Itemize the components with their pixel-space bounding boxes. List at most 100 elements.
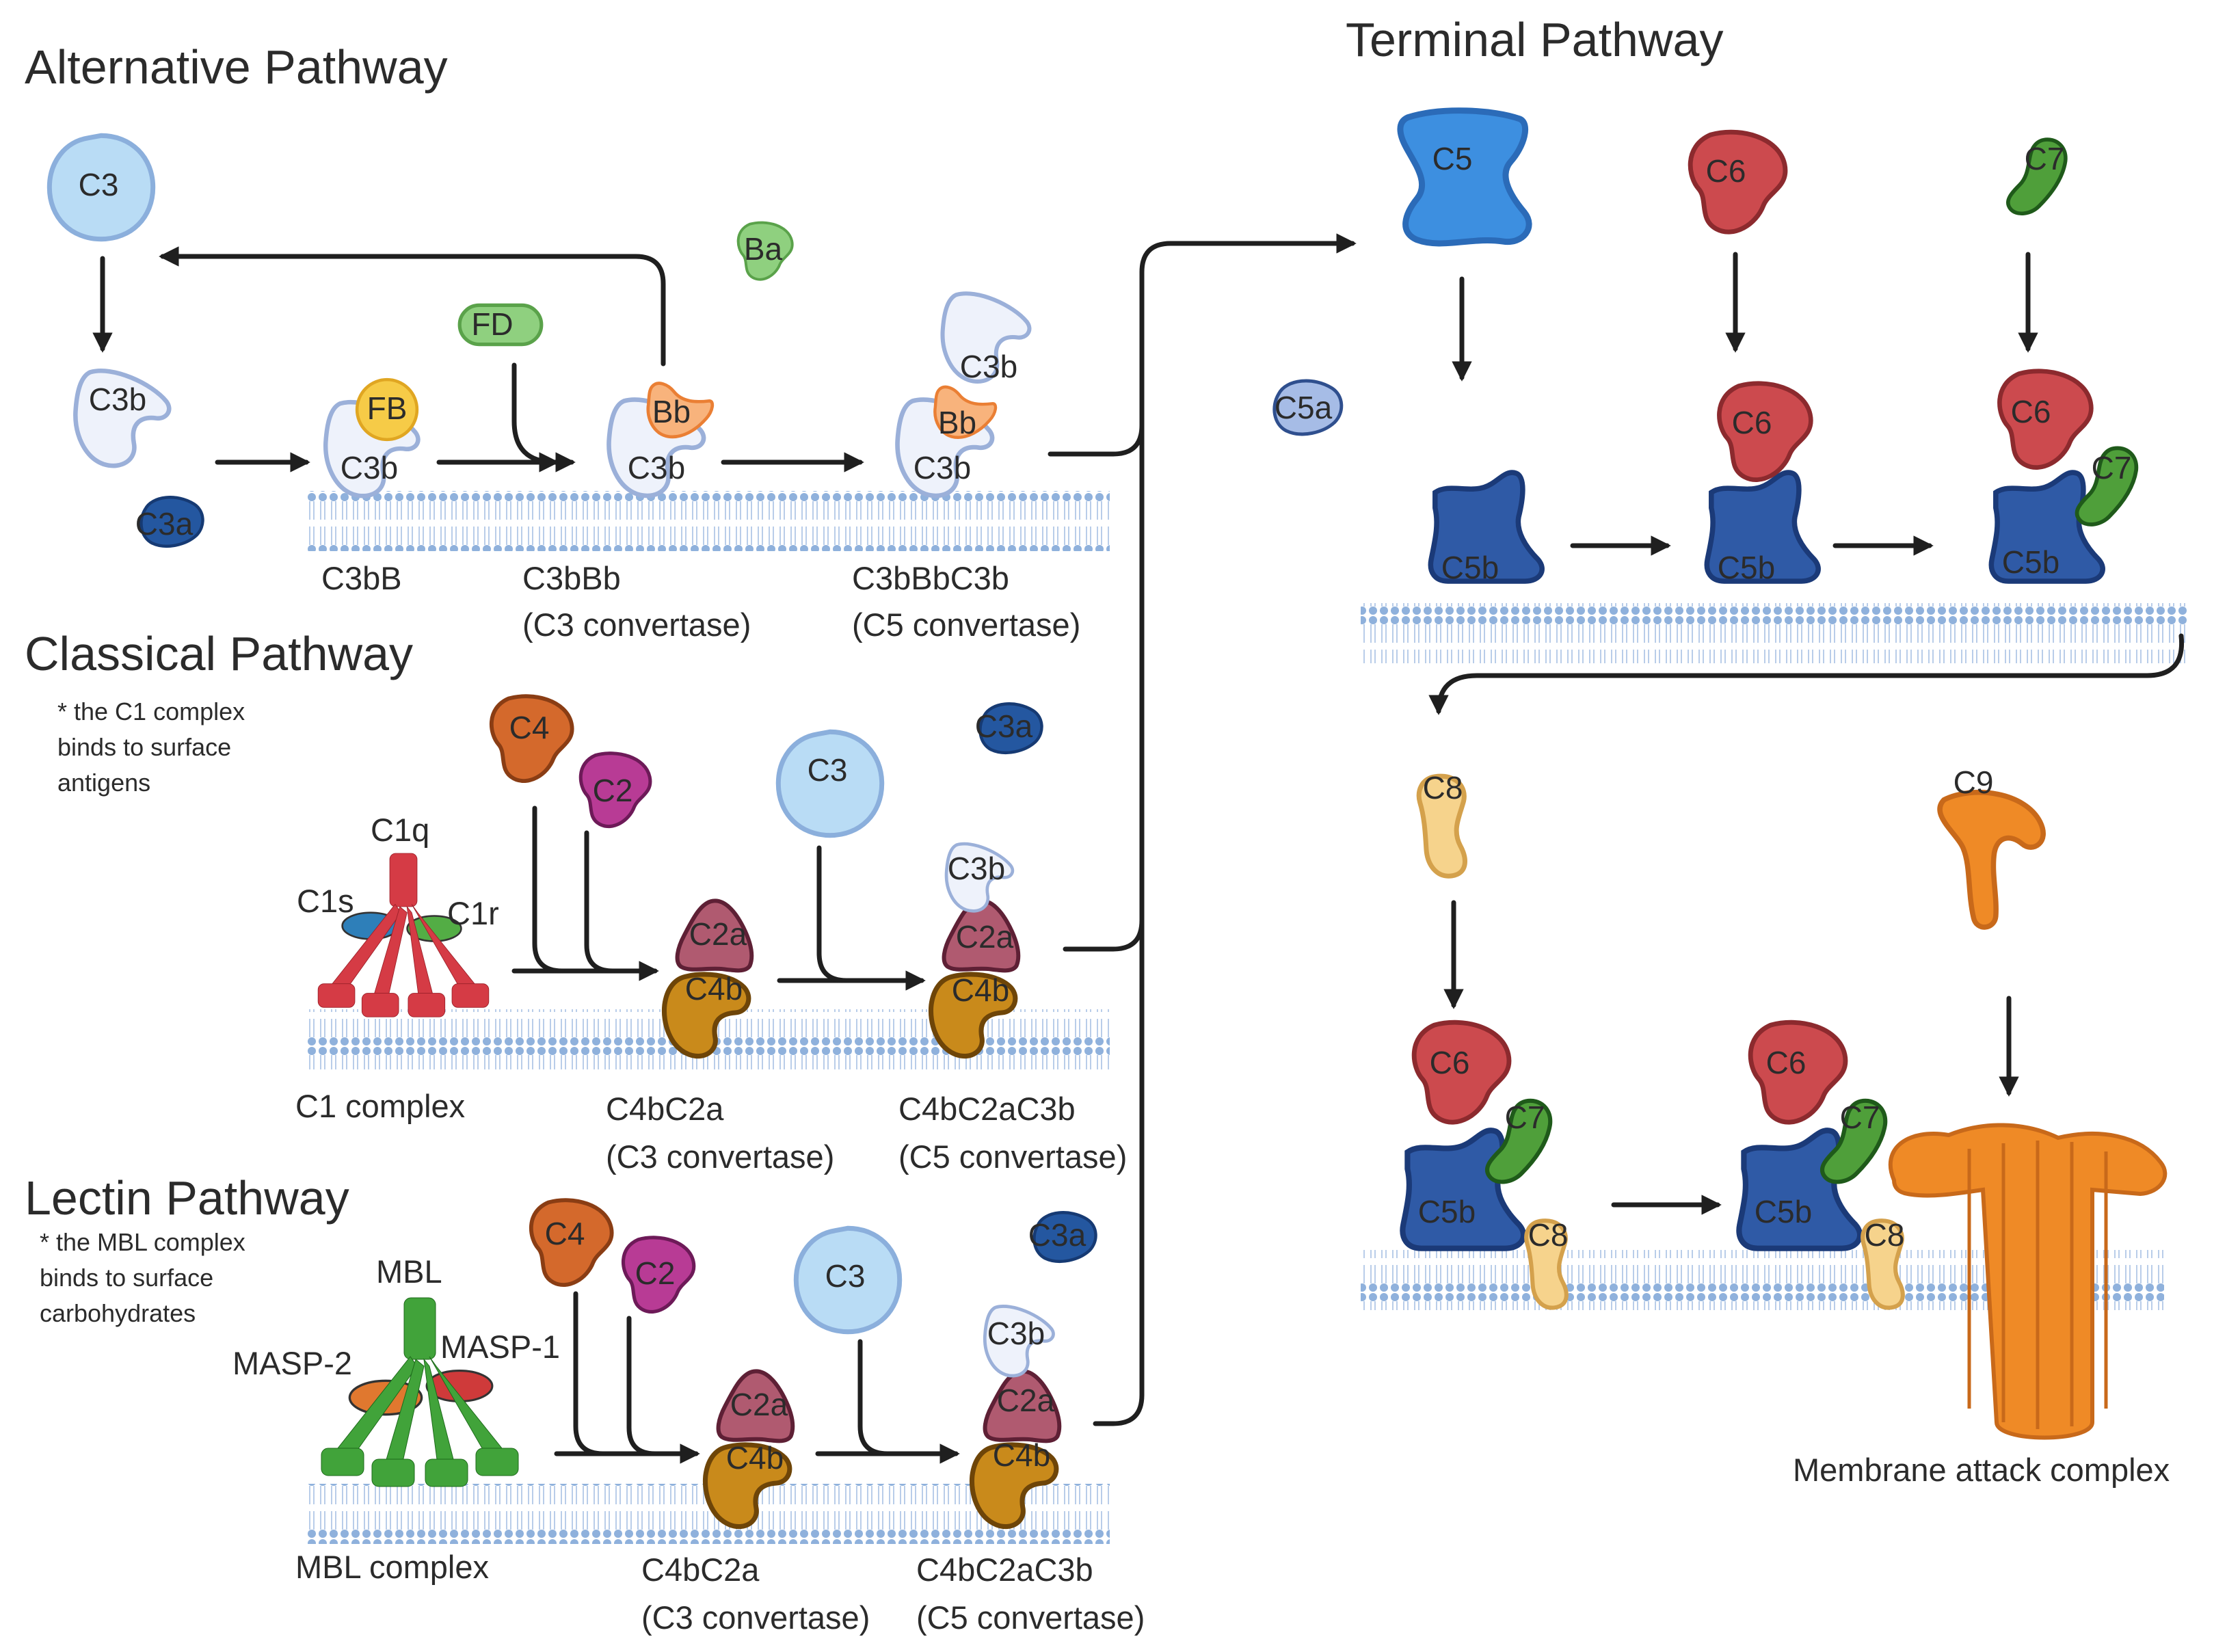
c1q-shape — [317, 853, 490, 1017]
classical-molecules: C1q C1s C1r C4 C2 C2a C4b C3 C3a C3b C2a… — [297, 696, 1042, 1056]
c1r-label: C1r — [447, 895, 499, 931]
c6-free-label: C6 — [1706, 153, 1746, 189]
terminal-molecules: C5 C5a C6 C7 C5b C6 C5b C6 C7 C5b C8 C9 … — [1275, 111, 2168, 1440]
c9-free-label: C9 — [1954, 764, 1994, 800]
caption-c3bbbc3b: C3bBbC3b — [852, 560, 1009, 596]
c3-lectin-label: C3 — [825, 1258, 866, 1294]
c3b-bottom-in-c5conv-label: C3b — [914, 450, 971, 485]
ba-label: Ba — [744, 231, 783, 267]
c3-label: C3 — [79, 167, 119, 202]
c5b-3-label: C5b — [2002, 544, 2059, 580]
caption-c1-complex: C1 complex — [295, 1088, 465, 1124]
caption-c3bbb: C3bBb — [522, 560, 621, 596]
c2a-classical-2-label: C2a — [956, 919, 1014, 955]
arrow-trunk-to-c5 — [1139, 233, 1357, 1398]
c8-4-label: C8 — [1528, 1217, 1569, 1253]
caption-c4bc2a-lectin: C4bC2a — [641, 1551, 760, 1588]
arrow-c4-in-lectin — [573, 1291, 606, 1456]
bb-label: Bb — [652, 394, 691, 429]
caption-membrane-attack-complex: Membrane attack complex — [1793, 1452, 2170, 1488]
c4-classical-label: C4 — [509, 710, 550, 745]
arrow-terminal-wrap — [1428, 633, 2185, 715]
arrow-fd — [511, 362, 559, 472]
caption-c4bc2a-classical: C4bC2a — [606, 1091, 724, 1127]
caption-c4bc2ac3b-classical: C4bC2aC3b — [898, 1091, 1076, 1127]
c8-free-label: C8 — [1423, 770, 1463, 805]
c3b-lectin-label: C3b — [987, 1316, 1045, 1351]
fb-label: FB — [367, 390, 408, 426]
c2-classical-label: C2 — [593, 773, 633, 808]
caption-c3bbbc3b-convertase: (C5 convertase) — [852, 607, 1080, 643]
c5-shape — [1400, 111, 1529, 243]
arrow-alternative-to-terminal — [1048, 423, 1145, 457]
note-classical-line-3: antigens — [57, 769, 150, 797]
caption-c4bc2ac3b-classical-convertase: (C5 convertase) — [898, 1138, 1127, 1175]
c6-5-label: C6 — [1766, 1045, 1806, 1080]
c6-2-label: C6 — [1732, 405, 1772, 440]
c3b-free-label: C3b — [89, 382, 146, 417]
c4-lectin-label: C4 — [545, 1216, 585, 1251]
heading-alternative-pathway: Alternative Pathway — [25, 40, 448, 94]
caption-c3bb: C3bB — [321, 560, 402, 596]
note-lectin-line-1: * the MBL complex — [40, 1228, 245, 1256]
c8-5-label: C8 — [1865, 1217, 1905, 1253]
mac-pore — [1888, 1123, 2168, 1440]
lectin-molecules: MBL MASP-2 MASP-1 C4 C2 C2a C4b C3 C3a C… — [232, 1200, 1096, 1526]
c7-3-label: C7 — [2092, 450, 2132, 485]
caption-c4bc2a-lectin-convertase: (C3 convertase) — [641, 1599, 870, 1636]
c3b-classical-label: C3b — [948, 851, 1005, 886]
c5a-label: C5a — [1275, 390, 1333, 425]
c3a-alt-label: C3a — [135, 506, 194, 542]
membrane-terminal-top — [1361, 603, 2187, 663]
membrane-alternative — [306, 491, 1110, 551]
note-classical-line-2: binds to surface — [57, 733, 231, 761]
arrows — [92, 233, 2185, 1464]
caption-c4bc2ac3b-lectin: C4bC2aC3b — [916, 1551, 1093, 1588]
c5-label: C5 — [1432, 141, 1473, 176]
note-classical-line-1: * the C1 complex — [57, 697, 245, 725]
c2a-lectin-2-label: C2a — [997, 1383, 1055, 1418]
mac-pore-body — [1888, 1123, 2168, 1440]
c6-4-label: C6 — [1430, 1045, 1470, 1080]
c7-free-label: C7 — [2025, 141, 2065, 176]
mac-pore-strands — [1967, 1141, 2108, 1429]
c5b-2-label: C5b — [1718, 550, 1775, 585]
arrow-c2-in-lectin — [626, 1316, 658, 1456]
c5b-1-label: C5b — [1441, 550, 1499, 585]
c3a-lectin-label: C3a — [1028, 1217, 1086, 1253]
arrow-classical-to-terminal — [1063, 918, 1145, 952]
c3-classical-label: C3 — [808, 752, 848, 788]
caption-c4bc2ac3b-lectin-convertase: (C5 convertase) — [916, 1599, 1145, 1636]
masp2-label: MASP-2 — [232, 1345, 352, 1381]
arrow-c4-in-classical — [532, 805, 565, 974]
c4b-classical-1-label: C4b — [685, 971, 743, 1007]
arrow-c2-in-classical — [584, 830, 615, 974]
c5b-4-label: C5b — [1418, 1194, 1476, 1229]
heading-classical-pathway: Classical Pathway — [25, 627, 413, 680]
note-lectin-line-3: carbohydrates — [40, 1299, 196, 1327]
c9-free-shape — [1940, 792, 2043, 927]
c7-4-label: C7 — [1505, 1100, 1545, 1135]
c2a-classical-1-label: C2a — [689, 916, 747, 952]
caption-c4bc2a-classical-convertase: (C3 convertase) — [606, 1138, 834, 1175]
bb-in-c5conv-label: Bb — [938, 405, 976, 440]
c2-lectin-label: C2 — [635, 1255, 676, 1291]
c3b-in-c3bb-label: C3b — [341, 450, 398, 485]
c6-3-label: C6 — [2011, 394, 2051, 429]
c1s-label: C1s — [297, 883, 354, 919]
heading-terminal-pathway: Terminal Pathway — [1346, 13, 1723, 66]
fd-label: FD — [471, 306, 513, 342]
c4b-lectin-1-label: C4b — [726, 1440, 784, 1476]
note-lectin-line-2: binds to surface — [40, 1264, 213, 1292]
caption-mbl-complex: MBL complex — [295, 1549, 489, 1585]
c4b-classical-2-label: C4b — [952, 972, 1009, 1008]
c2a-lectin-1-label: C2a — [730, 1387, 788, 1422]
c3b-in-c3bbb-label: C3b — [628, 450, 685, 485]
arrow-lectin-to-terminal — [1093, 1392, 1145, 1426]
masp1-label: MASP-1 — [440, 1329, 560, 1365]
arrow-c3-in-classical — [816, 845, 849, 983]
c4b-lectin-2-label: C4b — [993, 1437, 1050, 1473]
heading-lectin-pathway: Lectin Pathway — [25, 1171, 349, 1225]
